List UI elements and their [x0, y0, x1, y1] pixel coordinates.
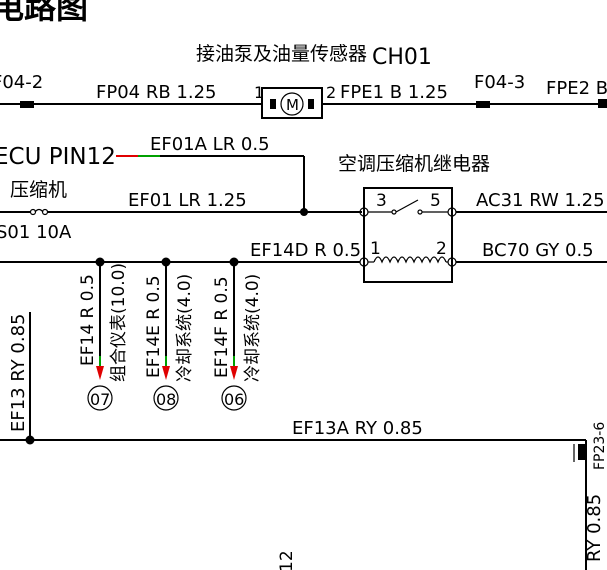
target-08-label: 冷却系统(4.0)	[175, 274, 195, 382]
wire-label-fpe1: FPE1 B 1.25	[340, 82, 448, 103]
target-07-num: 07	[90, 390, 110, 409]
wire-label-ef14d: EF14D R 0.5	[250, 240, 361, 261]
junction-ef01	[300, 208, 308, 216]
wire-label-ef01a: EF01A LR 0.5	[150, 134, 270, 155]
target-06-circle	[221, 385, 247, 411]
relay-box	[363, 187, 453, 283]
fuse-id: S01 10A	[0, 222, 72, 243]
branch-ef14f-arrow	[230, 366, 238, 380]
relay-pin5: 5	[430, 191, 441, 211]
connector-fpe2-mark	[598, 99, 607, 108]
relay-switch-contact	[417, 209, 423, 215]
wire-label-ef14f: EF14F R 0.5	[212, 276, 232, 378]
relay-pin1: 1	[370, 239, 381, 259]
wire-label-ef14: EF14 R 0.5	[78, 274, 98, 366]
branch-ef14e-arrow	[162, 366, 170, 380]
relay-switch-blade	[395, 199, 419, 213]
relay-pin2: 2	[436, 239, 447, 259]
relay-switch-pivot	[391, 209, 397, 215]
connector-f04-2: F04-2	[0, 72, 43, 93]
bottom-fragment: 12	[277, 550, 297, 570]
wire-label-ef13a: EF13A RY 0.85	[292, 418, 423, 439]
target-07-circle	[87, 385, 113, 411]
fuse-terminal-right	[41, 208, 49, 216]
connector-f04-3-mark	[476, 101, 490, 108]
relay-pin3: 3	[376, 191, 387, 211]
connector-f04-3: F04-3	[474, 72, 525, 93]
pump-pin1: 1	[254, 83, 264, 102]
wire-label-bc70: BC70 GY 0.5	[482, 240, 594, 261]
wire-label-fpe2: FPE2 B	[546, 78, 607, 99]
branch-ef14-arrow	[96, 366, 104, 380]
connector-fp23-mark	[578, 444, 586, 460]
pump-motor-terminal-left	[270, 99, 276, 109]
wire-label-ef01: EF01 LR 1.25	[128, 190, 247, 211]
wire-label-ac31: AC31 RW 1.25	[476, 190, 605, 211]
wire-label-ef13: EF13 RY 0.85	[8, 313, 29, 432]
connector-fp23: FP23-6	[592, 422, 607, 470]
motor-letter: M	[286, 96, 299, 114]
target-06-num: 06	[224, 390, 244, 409]
target-06-label: 冷却系统(4.0)	[243, 274, 263, 382]
fuse-terminal-left	[29, 208, 37, 216]
pump-pin2: 2	[326, 83, 336, 102]
wire-label-ry085: RY 0.85	[584, 494, 605, 562]
page-title: 电路图	[0, 0, 88, 26]
pump-sensor-code: CH01	[372, 45, 432, 70]
target-07-label: 组合仪表(10.0)	[109, 263, 129, 382]
relay-coil-icon	[373, 256, 447, 264]
target-08-num: 08	[156, 390, 176, 409]
relay-name: 空调压缩机继电器	[338, 153, 490, 175]
target-08-circle	[153, 385, 179, 411]
pump-sensor-name: 接油泵及油量传感器	[196, 43, 367, 65]
wire-label-fp04: FP04 RB 1.25	[96, 82, 217, 103]
pump-motor-terminal-right	[308, 99, 314, 109]
ecu-label: ECU PIN12	[0, 144, 116, 170]
fuse-icon	[34, 208, 44, 213]
fuse-name: 压缩机	[10, 179, 67, 201]
motor-icon	[280, 92, 304, 116]
wire-label-ef14e: EF14E R 0.5	[144, 275, 164, 378]
